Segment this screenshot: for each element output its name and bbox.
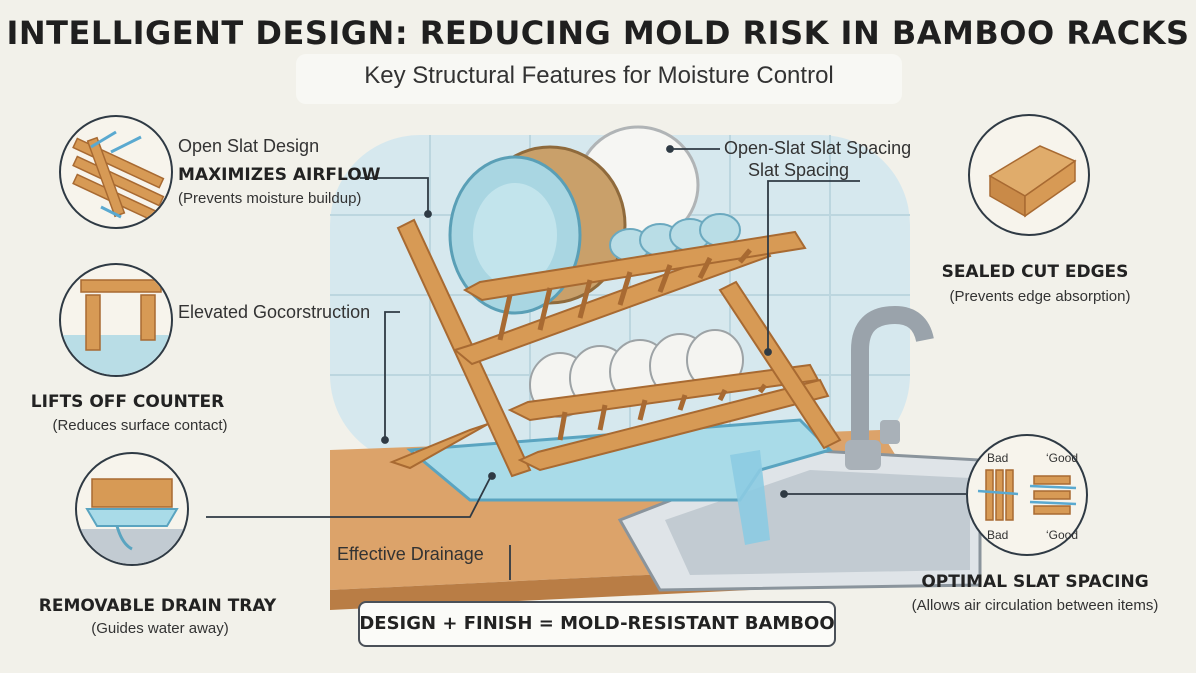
subtitle-background <box>296 54 902 104</box>
page-subtitle: Key Structural Features for Moisture Con… <box>364 62 834 89</box>
drain-tray-icon <box>77 478 187 564</box>
faucet <box>845 305 934 470</box>
drain-tray <box>406 418 833 545</box>
open-slat-label: Open Slat Design <box>178 136 320 156</box>
spacing-compare-icon <box>977 469 1077 521</box>
optimal-spacing-headline: OPTIMAL SLAT SPACING <box>921 572 1149 592</box>
spacing-good-top-label: ‘Good <box>1046 451 1079 465</box>
drain-tray-headline: REMOVABLE DRAIN TRAY <box>38 596 277 616</box>
spacing-bad-bottom-label: Bad <box>987 528 1009 542</box>
elevated-circle <box>59 263 173 377</box>
drainage-label: Effective Drainage <box>337 544 484 564</box>
drain-tray-note: (Guides water away) <box>91 620 229 637</box>
optimal-spacing-note: (Allows air circulation between items) <box>911 597 1159 614</box>
page-title: INTELLIGENT DESIGN: REDUCING MOLD RISK I… <box>6 14 1190 52</box>
open-slat-circle <box>59 115 173 229</box>
bamboo-rack <box>389 218 842 478</box>
slat-spacing-callout-line1: Open-Slat Slat Spacing <box>724 138 912 158</box>
sealed-edges-headline: SEALED CUT EDGES <box>941 262 1129 282</box>
bamboo-block-icon <box>988 145 1077 218</box>
elevated-headline: LIFTS OFF COUNTER <box>30 392 225 412</box>
open-slat-headline: MAXIMIZES AIRFLOW <box>178 165 381 185</box>
open-slat-note: (Prevents moisture buildup) <box>178 190 362 207</box>
spacing-bad-top-label: Bad <box>987 451 1009 465</box>
spacing-good-bottom-label: ‘Good <box>1046 528 1079 542</box>
leader-lines <box>206 145 966 580</box>
sealed-edges-note: (Prevents edge absorption) <box>949 288 1131 305</box>
slat-airflow-icon <box>72 130 165 225</box>
slat-spacing-callout-line2: Slat Spacing <box>748 160 850 180</box>
elevated-leg-icon <box>61 279 171 375</box>
elevated-label: Elevated Gocorstruction <box>178 302 371 322</box>
drain-tray-circle <box>75 452 189 566</box>
optimal-spacing-circle <box>966 434 1088 556</box>
sealed-edges-circle <box>968 114 1090 236</box>
elevated-note: (Reduces surface contact) <box>52 417 228 434</box>
summary-text: DESIGN + FINISH = MOLD-RESISTANT BAMBOO <box>359 613 835 634</box>
summary-box <box>358 601 836 647</box>
